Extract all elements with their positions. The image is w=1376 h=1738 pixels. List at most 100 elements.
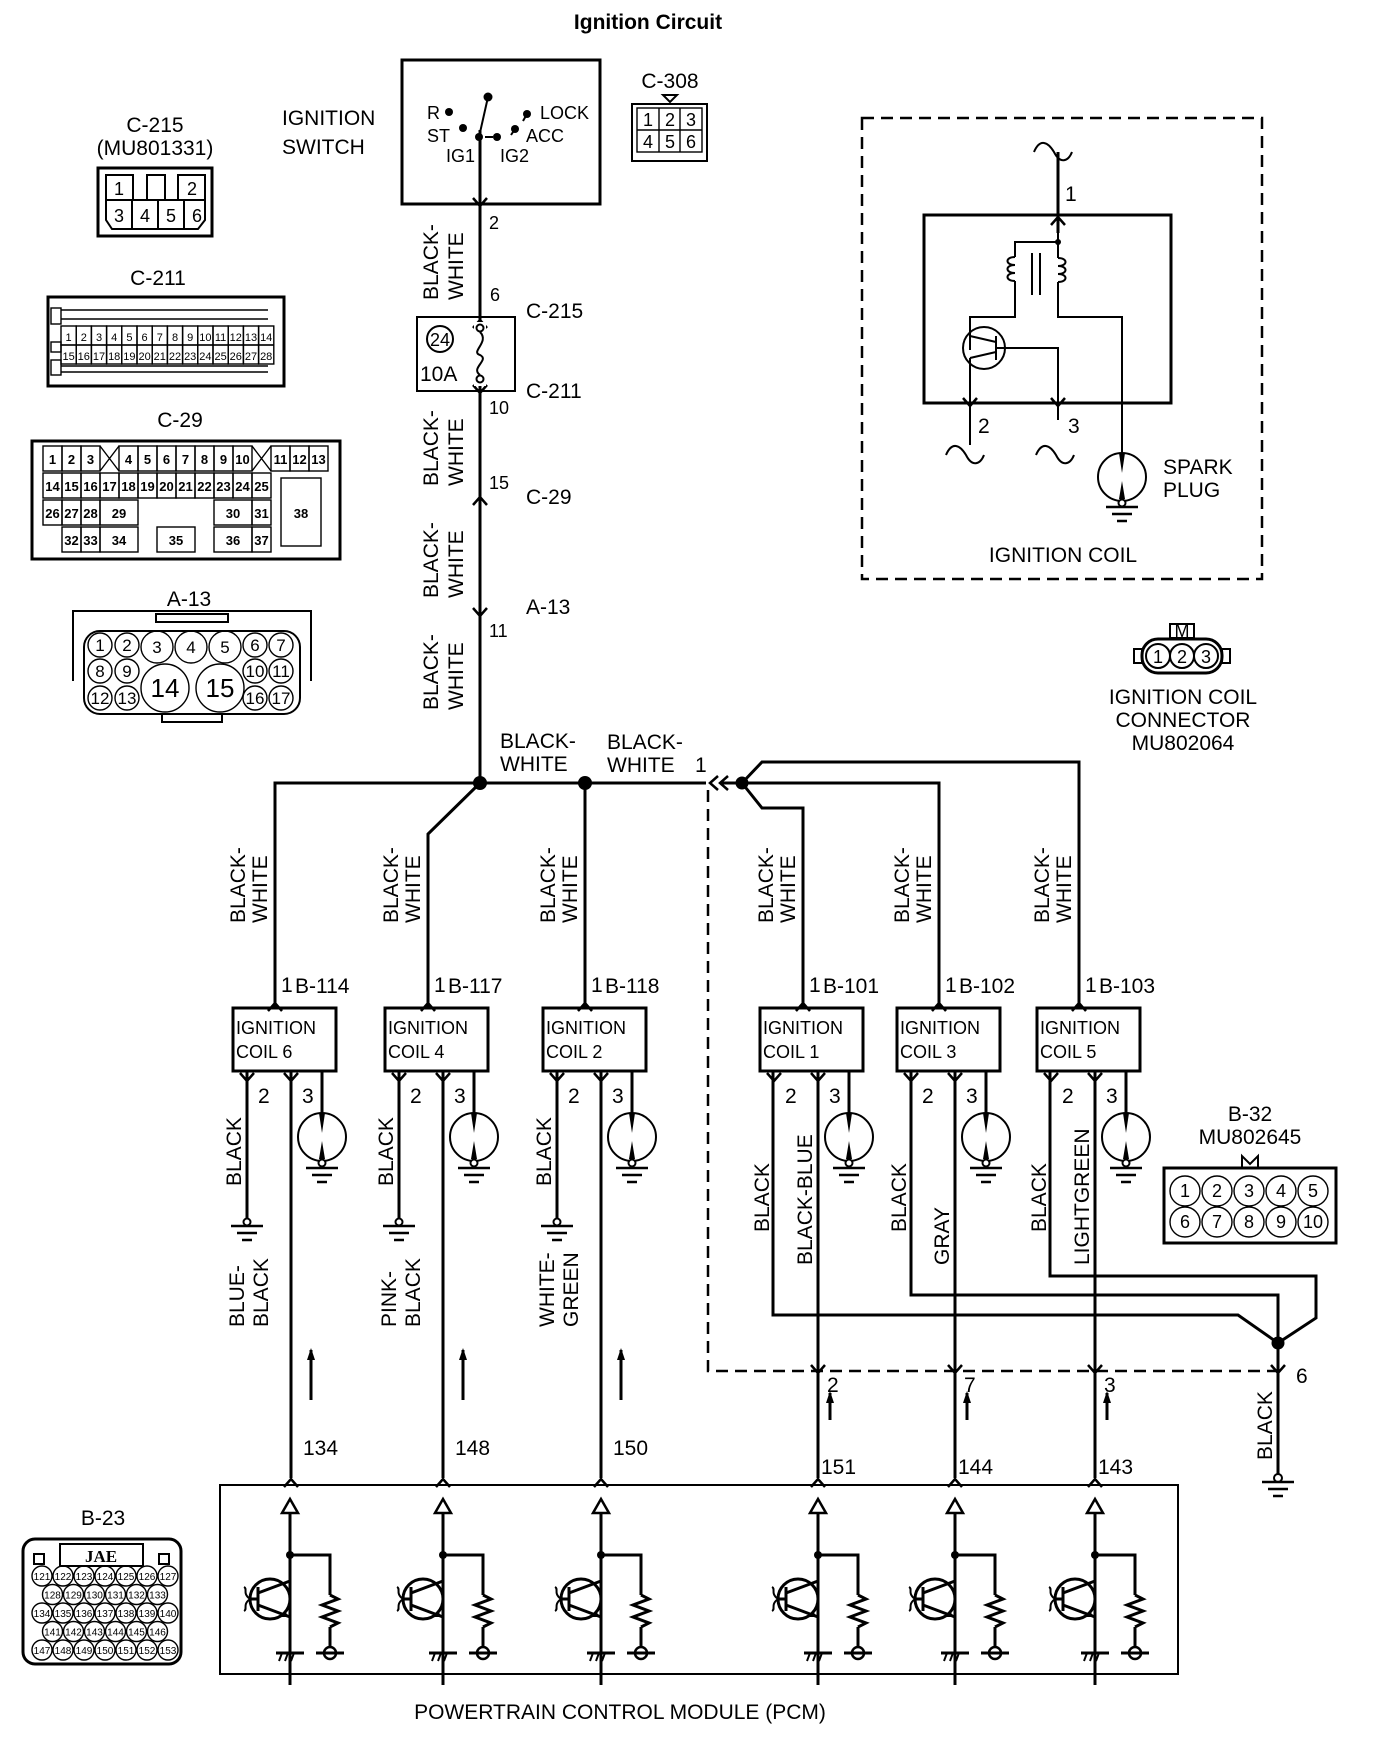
feed-wire-color-4a: BLACK-	[420, 634, 443, 710]
connector-c308-face: C-308 1 2 3 4 5 6	[631, 70, 708, 162]
coil-name: IGNITION	[763, 1018, 843, 1038]
coil-pin-2: 2	[922, 1085, 934, 1108]
c29-pin: 35	[169, 533, 183, 548]
coil-pin-3: 3	[966, 1085, 978, 1108]
coil-pin-2: 2	[258, 1085, 270, 1108]
coil-ground-wire-color: BLACK	[375, 1117, 398, 1186]
coil-detail-pin-1: 1	[1065, 183, 1077, 206]
ignition-switch-label-2: SWITCH	[282, 136, 365, 159]
c29-pin: 1	[49, 452, 56, 467]
coil-connector-pin-3: 3	[1201, 647, 1211, 667]
fuse-rating: 10A	[420, 363, 457, 386]
c215-cavity-pin: 6	[490, 285, 500, 305]
bus-label-1a: BLACK-	[500, 730, 576, 753]
b23-pin: 151	[118, 1646, 135, 1657]
bus-label-2a: BLACK-	[607, 731, 683, 754]
c29-pin: 28	[83, 506, 97, 521]
coil-detail-title: IGNITION COIL	[989, 544, 1137, 567]
coil-feed-wire-color: BLACK-	[537, 847, 560, 923]
coil-connector-label-1: IGNITION COIL	[1109, 686, 1257, 709]
a13-pin: 11	[272, 662, 290, 681]
coil-feed-wire-color: WHITE	[249, 855, 272, 923]
coil-feed-pin: 1	[281, 974, 293, 997]
coil-signal-wire-color: WHITE-	[536, 1252, 559, 1327]
b32-pin: 3	[1244, 1181, 1254, 1201]
c29-pin: 3	[87, 452, 94, 467]
coil-connector-pin-1: 1	[1153, 647, 1163, 667]
coil-connector-pin-2: 2	[1177, 647, 1187, 667]
a13-cavity-pin: 11	[489, 621, 508, 641]
pcm-pin-number: 150	[613, 1437, 648, 1460]
switch-position-r: R	[427, 103, 440, 123]
connector-c29-name: C-29	[157, 409, 203, 432]
a13-pin: 1	[95, 636, 104, 655]
feed-wire-color-2a: BLACK-	[420, 410, 443, 486]
c29-pin: 9	[220, 452, 227, 467]
c211-pin: 5	[126, 332, 132, 344]
connector-c215-face: C-215 (MU801331) 1 2 3 4 5 6	[96, 114, 214, 238]
coil-name: COIL 5	[1040, 1042, 1096, 1062]
b32-ground-pin: 6	[1296, 1365, 1308, 1388]
c211-pin: 1	[66, 332, 72, 344]
c211-pin: 19	[123, 351, 135, 363]
pcm-driver-transistor	[907, 1497, 1011, 1687]
b23-pin: 138	[118, 1609, 135, 1620]
switch-output-pin: 2	[489, 213, 499, 233]
feed-wire-color-1a: BLACK-	[420, 224, 443, 300]
coil-pin-2: 2	[410, 1085, 422, 1108]
c308-pin-3: 3	[686, 110, 696, 130]
connector-c215-name: C-215	[126, 114, 183, 137]
ignition-switch-label: IGNITION	[282, 107, 375, 130]
a13-pin: 4	[186, 638, 195, 657]
c211-pin: 4	[111, 332, 117, 344]
coil-signal-wire-color: BLUE-	[226, 1265, 249, 1327]
c211-pin: 12	[230, 332, 242, 344]
pcm-module	[219, 1484, 1179, 1675]
c29-pin: 36	[226, 533, 240, 548]
c211-pin: 24	[199, 351, 211, 363]
bus-label-2b: WHITE	[607, 754, 675, 777]
c211-pin: 22	[169, 351, 181, 363]
feed-wire-color-3b: WHITE	[445, 530, 468, 598]
c211-pin: 21	[154, 351, 166, 363]
b23-pin: 133	[149, 1591, 166, 1602]
b23-pin: 130	[86, 1591, 103, 1602]
pcm-pin-number: 148	[455, 1437, 490, 1460]
a13-pin: 6	[250, 636, 259, 655]
b32-ground-wiring	[771, 1072, 1318, 1498]
b23-brand: JAE	[85, 1547, 117, 1566]
c211-pin: 14	[260, 332, 272, 344]
coil-name: COIL 1	[763, 1042, 819, 1062]
pcm-driver-transistor	[553, 1497, 657, 1687]
ignition-switch: R ST LOCK ACC IG1 IG2	[400, 58, 602, 206]
b23-pin: 128	[44, 1591, 61, 1602]
coil-connector-label-3: MU802064	[1132, 732, 1235, 755]
fuse-number: 24	[430, 330, 450, 350]
c211-pin: 15	[62, 351, 74, 363]
b32-ground-wire-color: BLACK	[1254, 1391, 1277, 1460]
coil-signal-wire-color: LIGHTGREEN	[1071, 1128, 1094, 1265]
b32-pin: 7	[1212, 1212, 1222, 1232]
a13-pin: 15	[206, 673, 235, 703]
coil-pin-2: 2	[1062, 1085, 1074, 1108]
a13-pin: 7	[276, 636, 285, 655]
coil-feed-pin: 1	[1085, 974, 1097, 997]
c29-pin-38: 38	[294, 506, 308, 521]
coil-name: IGNITION	[236, 1018, 316, 1038]
pcm-driver-transistor	[1047, 1497, 1151, 1687]
b23-pin: 149	[76, 1646, 93, 1657]
c211-pin: 28	[260, 351, 272, 363]
coil-feed-wire-color: WHITE	[1053, 855, 1076, 923]
pcm-label: POWERTRAIN CONTROL MODULE (PCM)	[414, 1701, 826, 1724]
c29-pin: 26	[45, 506, 59, 521]
c29-pin: 14	[45, 479, 60, 494]
coil-signal-wire-color: BLACK	[402, 1258, 425, 1327]
coil-ground-wire-color: BLACK	[888, 1163, 911, 1232]
